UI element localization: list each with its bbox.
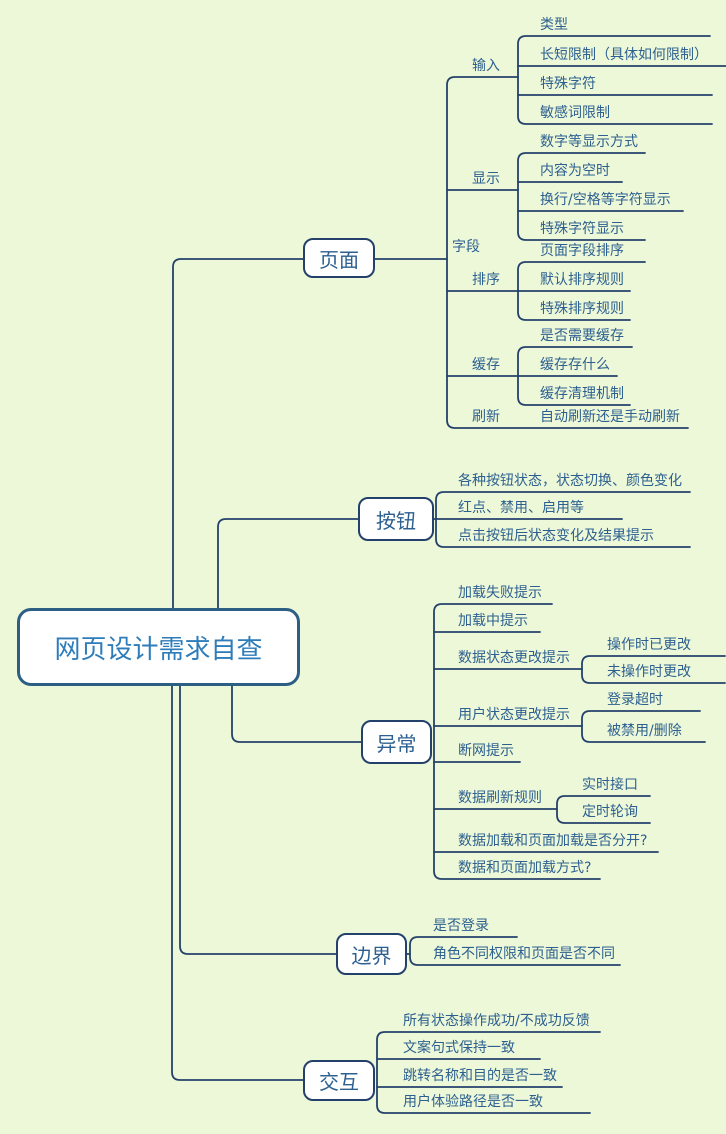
button-branch-connectors <box>433 491 691 548</box>
node-exception[interactable]: 异常 <box>361 720 432 764</box>
node-button-badges[interactable]: 红点、禁用、启用等 <box>458 500 584 516</box>
node-number-display[interactable]: 数字等显示方式 <box>540 134 638 150</box>
node-role-permission[interactable]: 角色不同权限和页面是否不同 <box>433 946 615 962</box>
node-display[interactable]: 显示 <box>472 171 500 187</box>
node-user-state[interactable]: 用户状态更改提示 <box>458 707 570 723</box>
node-offline[interactable]: 断网提示 <box>458 743 514 759</box>
node-special-char-display[interactable]: 特殊字符显示 <box>540 221 624 237</box>
node-refresh-mode[interactable]: 自动刷新还是手动刷新 <box>540 409 680 425</box>
node-input[interactable]: 输入 <box>472 58 500 74</box>
node-need-cache[interactable]: 是否需要缓存 <box>540 328 624 344</box>
boundary-branch-connectors <box>406 936 621 966</box>
node-loading[interactable]: 加载中提示 <box>458 613 528 629</box>
node-sensitive-words[interactable]: 敏感词限制 <box>540 105 610 121</box>
node-linebreak-display[interactable]: 换行/空格等字符显示 <box>540 192 671 208</box>
node-cache[interactable]: 缓存 <box>472 357 500 373</box>
node-banned-deleted[interactable]: 被禁用/删除 <box>607 723 682 739</box>
node-jump-consistency[interactable]: 跳转名称和目的是否一致 <box>403 1068 557 1084</box>
node-special-chars[interactable]: 特殊字符 <box>540 76 596 92</box>
node-load-mode[interactable]: 数据和页面加载方式? <box>458 860 592 876</box>
node-button-feedback[interactable]: 点击按钮后状态变化及结果提示 <box>458 528 654 544</box>
node-is-login[interactable]: 是否登录 <box>433 918 489 934</box>
root-node[interactable]: 网页设计需求自查 <box>17 608 300 686</box>
node-button-states[interactable]: 各种按钮状态，状态切换、颜色变化 <box>458 473 682 489</box>
node-refresh-rule[interactable]: 数据刷新规则 <box>458 790 542 806</box>
node-login-timeout[interactable]: 登录超时 <box>607 692 663 708</box>
root-branch-connectors <box>171 258 362 1081</box>
node-cache-clean[interactable]: 缓存清理机制 <box>540 386 624 402</box>
node-special-sort[interactable]: 特殊排序规则 <box>540 301 624 317</box>
node-refresh[interactable]: 刷新 <box>472 409 500 425</box>
node-empty-content[interactable]: 内容为空时 <box>540 163 610 179</box>
node-load-fail[interactable]: 加载失败提示 <box>458 585 542 601</box>
page-branch-connectors <box>374 35 726 429</box>
node-sort[interactable]: 排序 <box>472 272 500 288</box>
node-button[interactable]: 按钮 <box>358 497 434 541</box>
node-changed-while-idle[interactable]: 未操作时更改 <box>607 664 691 680</box>
node-data-state[interactable]: 数据状态更改提示 <box>458 650 570 666</box>
node-default-sort[interactable]: 默认排序规则 <box>540 272 624 288</box>
node-ux-path-consistency[interactable]: 用户体验路径是否一致 <box>403 1094 543 1110</box>
node-copy-consistency[interactable]: 文案句式保持一致 <box>403 1040 515 1056</box>
node-interaction[interactable]: 交互 <box>303 1060 375 1101</box>
node-polling[interactable]: 定时轮询 <box>582 804 638 820</box>
node-length-limit[interactable]: 长短限制（具体如何限制） <box>540 47 708 63</box>
node-cache-what[interactable]: 缓存存什么 <box>540 357 610 373</box>
node-realtime-api[interactable]: 实时接口 <box>582 777 638 793</box>
node-boundary[interactable]: 边界 <box>336 933 407 975</box>
node-type[interactable]: 类型 <box>540 17 568 33</box>
exception-branch-connectors <box>433 603 726 880</box>
node-op-feedback[interactable]: 所有状态操作成功/不成功反馈 <box>403 1013 590 1029</box>
node-changed-while-operating[interactable]: 操作时已更改 <box>607 637 691 653</box>
node-split-load[interactable]: 数据加载和页面加载是否分开? <box>458 833 648 849</box>
interaction-branch-connectors <box>376 1031 601 1114</box>
node-field[interactable]: 字段 <box>452 239 480 255</box>
node-page[interactable]: 页面 <box>303 238 375 278</box>
node-page-field-sort[interactable]: 页面字段排序 <box>540 243 624 259</box>
